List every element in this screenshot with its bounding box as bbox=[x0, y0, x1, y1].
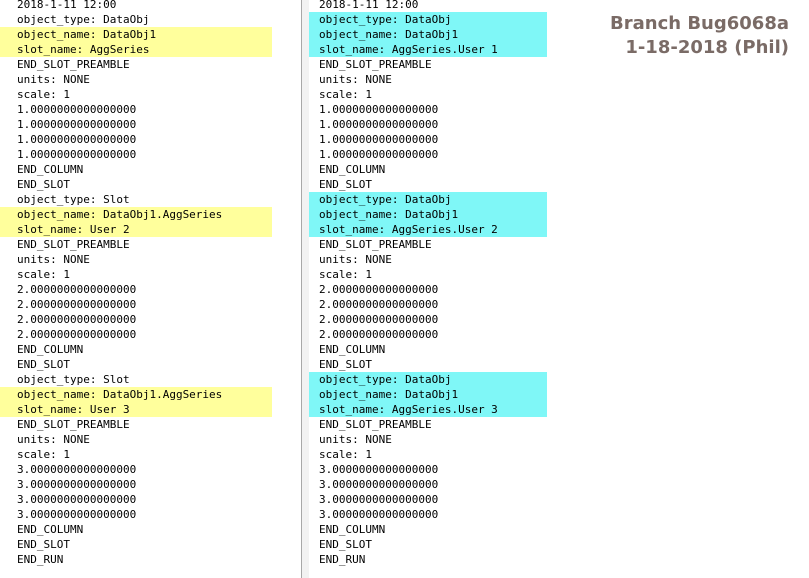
highlighted-line: slot_name: AggSeries.User 2 bbox=[309, 222, 547, 237]
text-line: 3.0000000000000000 bbox=[319, 463, 439, 476]
panel-gap bbox=[302, 0, 309, 578]
text-line: END_SLOT_PREAMBLE bbox=[319, 238, 432, 251]
text-line: 3.0000000000000000 bbox=[319, 508, 439, 521]
text-line: END_COLUMN bbox=[17, 343, 84, 356]
text-line: END_SLOT bbox=[17, 178, 70, 191]
branch-date-label: 1-18-2018 (Phil) bbox=[625, 37, 789, 58]
text-line: scale: 1 bbox=[17, 268, 70, 281]
text-line: 2.0000000000000000 bbox=[17, 298, 137, 311]
text-line: units: NONE bbox=[17, 253, 90, 266]
text-line: 3.0000000000000000 bbox=[17, 478, 137, 491]
text-line: 1.0000000000000000 bbox=[17, 148, 137, 161]
text-line: 3.0000000000000000 bbox=[319, 478, 439, 491]
text-line: object_type: DataObj bbox=[17, 13, 150, 26]
highlighted-line: object_name: DataObj1.AggSeries bbox=[0, 207, 272, 222]
text-line: units: NONE bbox=[319, 253, 392, 266]
branch-name-label: Branch Bug6068a bbox=[610, 13, 789, 34]
text-line: END_SLOT bbox=[17, 358, 70, 371]
text-line: END_SLOT_PREAMBLE bbox=[319, 58, 432, 71]
text-line: END_SLOT bbox=[17, 538, 70, 551]
text-line: 2.0000000000000000 bbox=[17, 283, 137, 296]
text-line: 2.0000000000000000 bbox=[319, 328, 439, 341]
text-line: 2018-1-11 12:00 bbox=[319, 0, 419, 11]
text-line: 1.0000000000000000 bbox=[319, 133, 439, 146]
text-line: 1.0000000000000000 bbox=[17, 133, 137, 146]
text-line: scale: 1 bbox=[319, 448, 372, 461]
highlighted-line: object_name: DataObj1 bbox=[309, 207, 547, 222]
text-line: object_type: Slot bbox=[17, 193, 130, 206]
branch-annotation: Branch Bug6068a 1-18-2018 (Phil) bbox=[610, 12, 789, 60]
highlighted-line: object_name: DataObj1.AggSeries bbox=[0, 387, 272, 402]
text-line: scale: 1 bbox=[17, 88, 70, 101]
text-line: scale: 1 bbox=[319, 88, 372, 101]
text-line: units: NONE bbox=[319, 433, 392, 446]
highlighted-line: slot_name: User 2 bbox=[0, 222, 272, 237]
text-line: 1.0000000000000000 bbox=[17, 118, 137, 131]
highlighted-line: slot_name: AggSeries bbox=[0, 42, 272, 57]
highlighted-line: slot_name: User 3 bbox=[0, 402, 272, 417]
text-line: 3.0000000000000000 bbox=[17, 463, 137, 476]
highlighted-line: slot_name: AggSeries.User 1 bbox=[309, 42, 547, 57]
text-line: END_SLOT_PREAMBLE bbox=[17, 418, 130, 431]
text-line: END_RUN bbox=[17, 553, 64, 566]
text-line: 3.0000000000000000 bbox=[17, 508, 137, 521]
text-line: 2.0000000000000000 bbox=[17, 328, 137, 341]
text-line: END_SLOT_PREAMBLE bbox=[319, 418, 432, 431]
text-line: 1.0000000000000000 bbox=[319, 103, 439, 116]
text-line: 1.0000000000000000 bbox=[319, 148, 439, 161]
highlighted-line: object_type: DataObj bbox=[309, 372, 547, 387]
text-line: END_COLUMN bbox=[17, 163, 84, 176]
text-line: END_COLUMN bbox=[319, 343, 386, 356]
highlighted-line: slot_name: AggSeries.User 3 bbox=[309, 402, 547, 417]
highlighted-line: object_type: DataObj bbox=[309, 12, 547, 27]
text-line: 2.0000000000000000 bbox=[319, 283, 439, 296]
text-line: END_COLUMN bbox=[319, 523, 386, 536]
text-line: 1.0000000000000000 bbox=[319, 118, 439, 131]
text-line: 1.0000000000000000 bbox=[17, 103, 137, 116]
text-line: 2.0000000000000000 bbox=[319, 298, 439, 311]
text-line: scale: 1 bbox=[17, 448, 70, 461]
text-line: END_COLUMN bbox=[319, 163, 386, 176]
text-line: object_type: Slot bbox=[17, 373, 130, 386]
text-line: END_RUN bbox=[319, 553, 366, 566]
text-line: END_COLUMN bbox=[17, 523, 84, 536]
highlighted-line: object_name: DataObj1 bbox=[309, 27, 547, 42]
highlighted-line: object_type: DataObj bbox=[309, 192, 547, 207]
text-line: END_SLOT_PREAMBLE bbox=[17, 238, 130, 251]
text-line: 3.0000000000000000 bbox=[319, 493, 439, 506]
text-line: 2.0000000000000000 bbox=[319, 313, 439, 326]
text-line: units: NONE bbox=[17, 73, 90, 86]
text-line: units: NONE bbox=[17, 433, 90, 446]
text-line: 2018-1-11 12:00 bbox=[17, 0, 117, 11]
text-line: END_SLOT bbox=[319, 538, 372, 551]
highlighted-line: object_name: DataObj1 bbox=[309, 387, 547, 402]
text-line: END_SLOT bbox=[319, 358, 372, 371]
text-line: scale: 1 bbox=[319, 268, 372, 281]
panel-divider-left bbox=[301, 0, 302, 578]
text-line: units: NONE bbox=[319, 73, 392, 86]
text-line: 2.0000000000000000 bbox=[17, 313, 137, 326]
text-line: END_SLOT bbox=[319, 178, 372, 191]
highlighted-line: object_name: DataObj1 bbox=[0, 27, 272, 42]
text-line: 3.0000000000000000 bbox=[17, 493, 137, 506]
text-line: END_SLOT_PREAMBLE bbox=[17, 58, 130, 71]
